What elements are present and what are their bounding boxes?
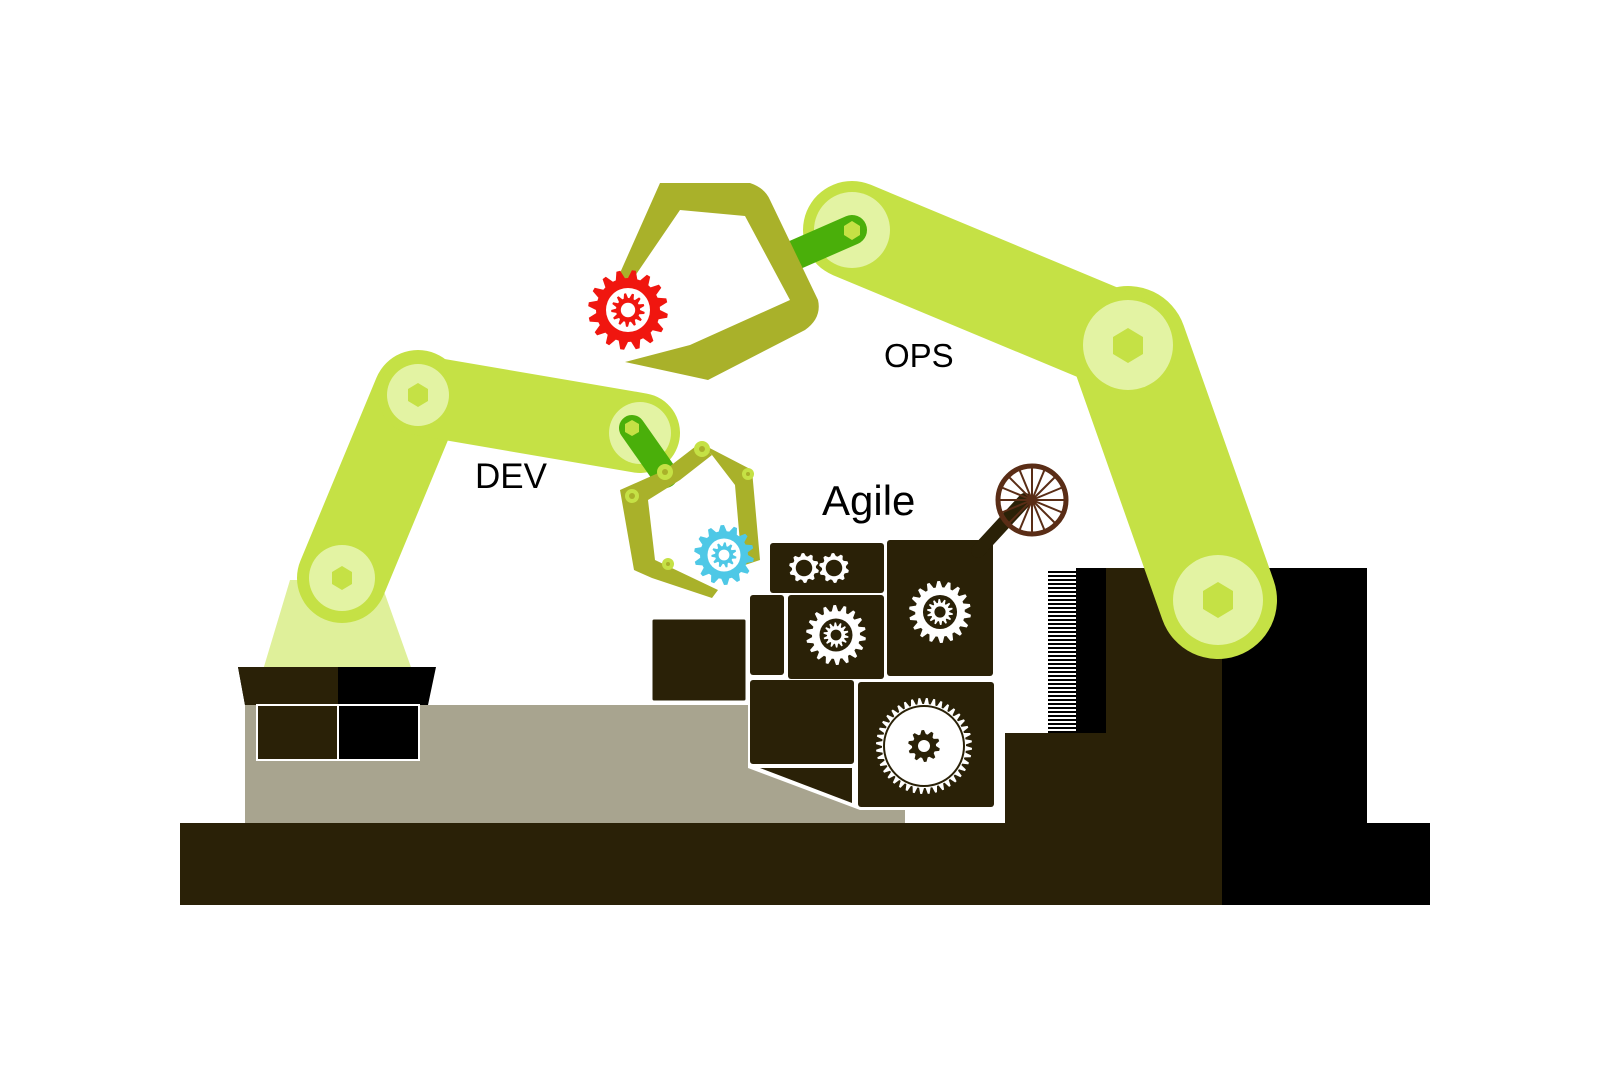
ops-label: OPS — [884, 337, 954, 374]
ground-slab-right-black — [1222, 823, 1430, 905]
machine-panel-left-narrow — [750, 595, 784, 675]
dev-connector-hex — [625, 420, 639, 436]
tower-strip — [1076, 568, 1106, 733]
ops-joint-base-hex — [1203, 582, 1233, 618]
dev-station — [238, 580, 436, 761]
gear-icon — [789, 553, 819, 583]
dev-base-cap-left — [238, 667, 338, 705]
dev-base-box-black — [337, 704, 420, 761]
crank-lever — [971, 493, 1032, 558]
gear-icon — [819, 553, 849, 583]
agile-machine — [649, 463, 1069, 810]
dev-label: DEV — [475, 457, 548, 496]
tower-step-low — [1005, 733, 1110, 823]
ops-claw — [608, 183, 819, 380]
claw-icon — [608, 183, 819, 380]
machine-panel-wedge — [760, 768, 852, 803]
machine-panel-lower-left — [750, 680, 854, 764]
gear-icon — [588, 270, 668, 350]
gear-icon — [694, 525, 754, 585]
ops-connector — [773, 215, 867, 273]
dev-claw-left — [620, 443, 718, 598]
agile-label: Agile — [822, 477, 915, 524]
gear-icon — [806, 605, 866, 665]
dev-robot-arm — [297, 350, 760, 623]
gear-icon — [909, 581, 971, 643]
ops-joint-elbow-hex — [1113, 328, 1143, 363]
wheel-icon — [995, 463, 1069, 537]
machine-small-block — [649, 616, 749, 704]
gear-icon — [876, 698, 972, 794]
ops-connector-hex — [844, 221, 860, 240]
dev-joint-elbow-hex — [408, 383, 428, 407]
dev-joint-base-hex — [332, 566, 352, 590]
ground-slab — [180, 823, 1430, 905]
ops-robot-arm — [588, 181, 1277, 659]
vent-grille — [1048, 571, 1078, 733]
